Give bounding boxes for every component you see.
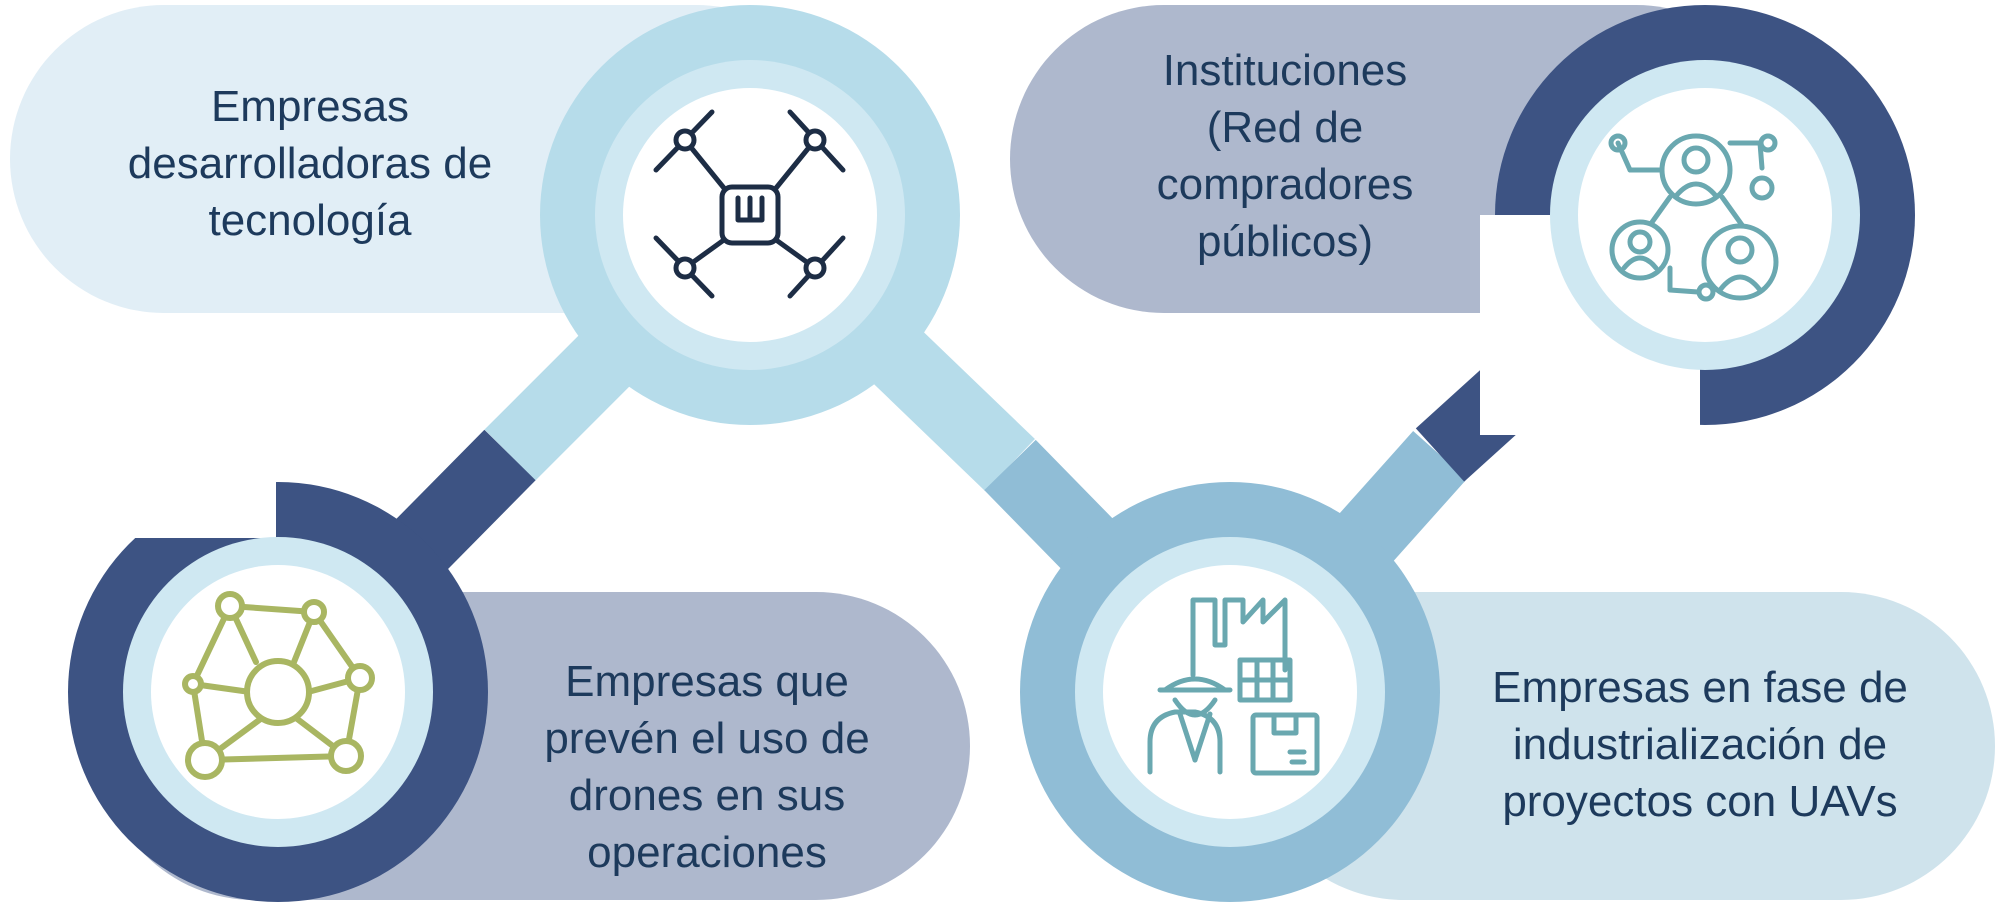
label-institutions-line: compradores xyxy=(1156,160,1414,209)
label-users-line: prevén el uso de xyxy=(544,714,870,763)
label-institutions-line: (Red de xyxy=(1206,103,1364,152)
label-users-line: operaciones xyxy=(587,828,827,877)
network-nodes-icon xyxy=(182,591,375,780)
label-institutions-line: públicos) xyxy=(1196,217,1374,266)
label-industrialization-line: Empresas en fase de xyxy=(1492,663,1908,712)
ring-users-notch xyxy=(60,475,276,538)
label-industrialization-line: industrialización de xyxy=(1512,720,1888,769)
label-industrialization: Empresas en fase de industrialización de… xyxy=(1470,659,1930,830)
people-network-icon xyxy=(1608,133,1779,302)
label-developers-line: Empresas xyxy=(210,82,410,131)
factory-worker-icon xyxy=(1147,597,1320,776)
label-industrialization-line: proyectos con UAVs xyxy=(1502,777,1898,826)
ring-institutions-core xyxy=(1578,88,1832,342)
label-developers-line: tecnología xyxy=(208,196,412,245)
label-users-line: drones en sus xyxy=(568,771,846,820)
label-developers-line: desarrolladoras de xyxy=(127,139,493,188)
drone-icon xyxy=(653,109,846,299)
label-users: Empresas que prevén el uso de drones en … xyxy=(497,653,917,881)
label-institutions: Instituciones (Red de compradores públic… xyxy=(1085,42,1485,270)
label-users-line: Empresas que xyxy=(565,657,849,706)
label-developers: Empresas desarrolladoras de tecnología xyxy=(100,78,520,249)
label-institutions-line: Instituciones xyxy=(1162,46,1408,95)
